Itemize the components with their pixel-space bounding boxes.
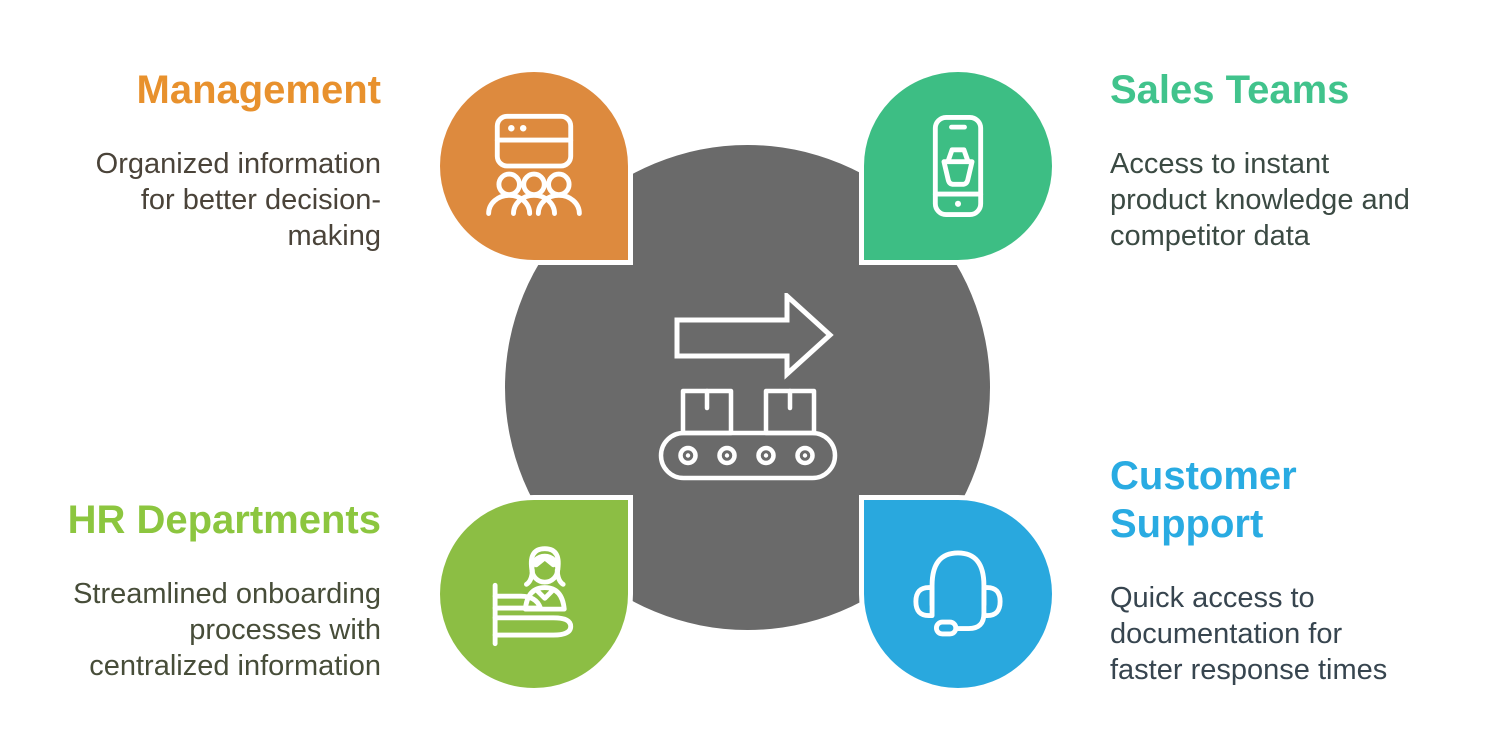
customer-support-circle <box>859 495 1057 693</box>
right-arrow-icon <box>674 292 834 380</box>
sales-teams-title: Sales Teams <box>1110 68 1350 112</box>
arrow-conveyor-icon <box>658 292 837 480</box>
management-description: Organized information for better decisio… <box>95 148 381 252</box>
dashboard-audience-icon <box>486 113 582 216</box>
conveyor-belt-icon <box>658 430 837 480</box>
customer-support-description: Quick access to documentation for faster… <box>1110 582 1388 686</box>
sales-teams-section: Sales Teams Access to instant product kn… <box>1110 66 1480 254</box>
hr-departments-circle <box>435 495 633 693</box>
mobile-shopping-icon <box>932 114 984 218</box>
management-section: Management Organized information for bet… <box>11 66 381 254</box>
management-title: Management <box>136 68 382 112</box>
management-circle <box>435 67 633 265</box>
sales-teams-circle <box>859 67 1057 265</box>
sales-teams-description: Access to instant product knowledge and … <box>1110 148 1410 252</box>
customer-support-section: Customer Support Quick access to documen… <box>1110 452 1480 688</box>
hr-departments-title: HR Departments <box>67 498 381 542</box>
headset-icon <box>913 550 1003 637</box>
hr-departments-section: HR Departments Streamlined onboarding pr… <box>11 496 381 684</box>
customer-support-title: Customer Support <box>1110 454 1297 546</box>
hr-departments-description: Streamlined onboarding processes with ce… <box>73 578 381 682</box>
receptionist-desk-icon <box>492 546 574 647</box>
